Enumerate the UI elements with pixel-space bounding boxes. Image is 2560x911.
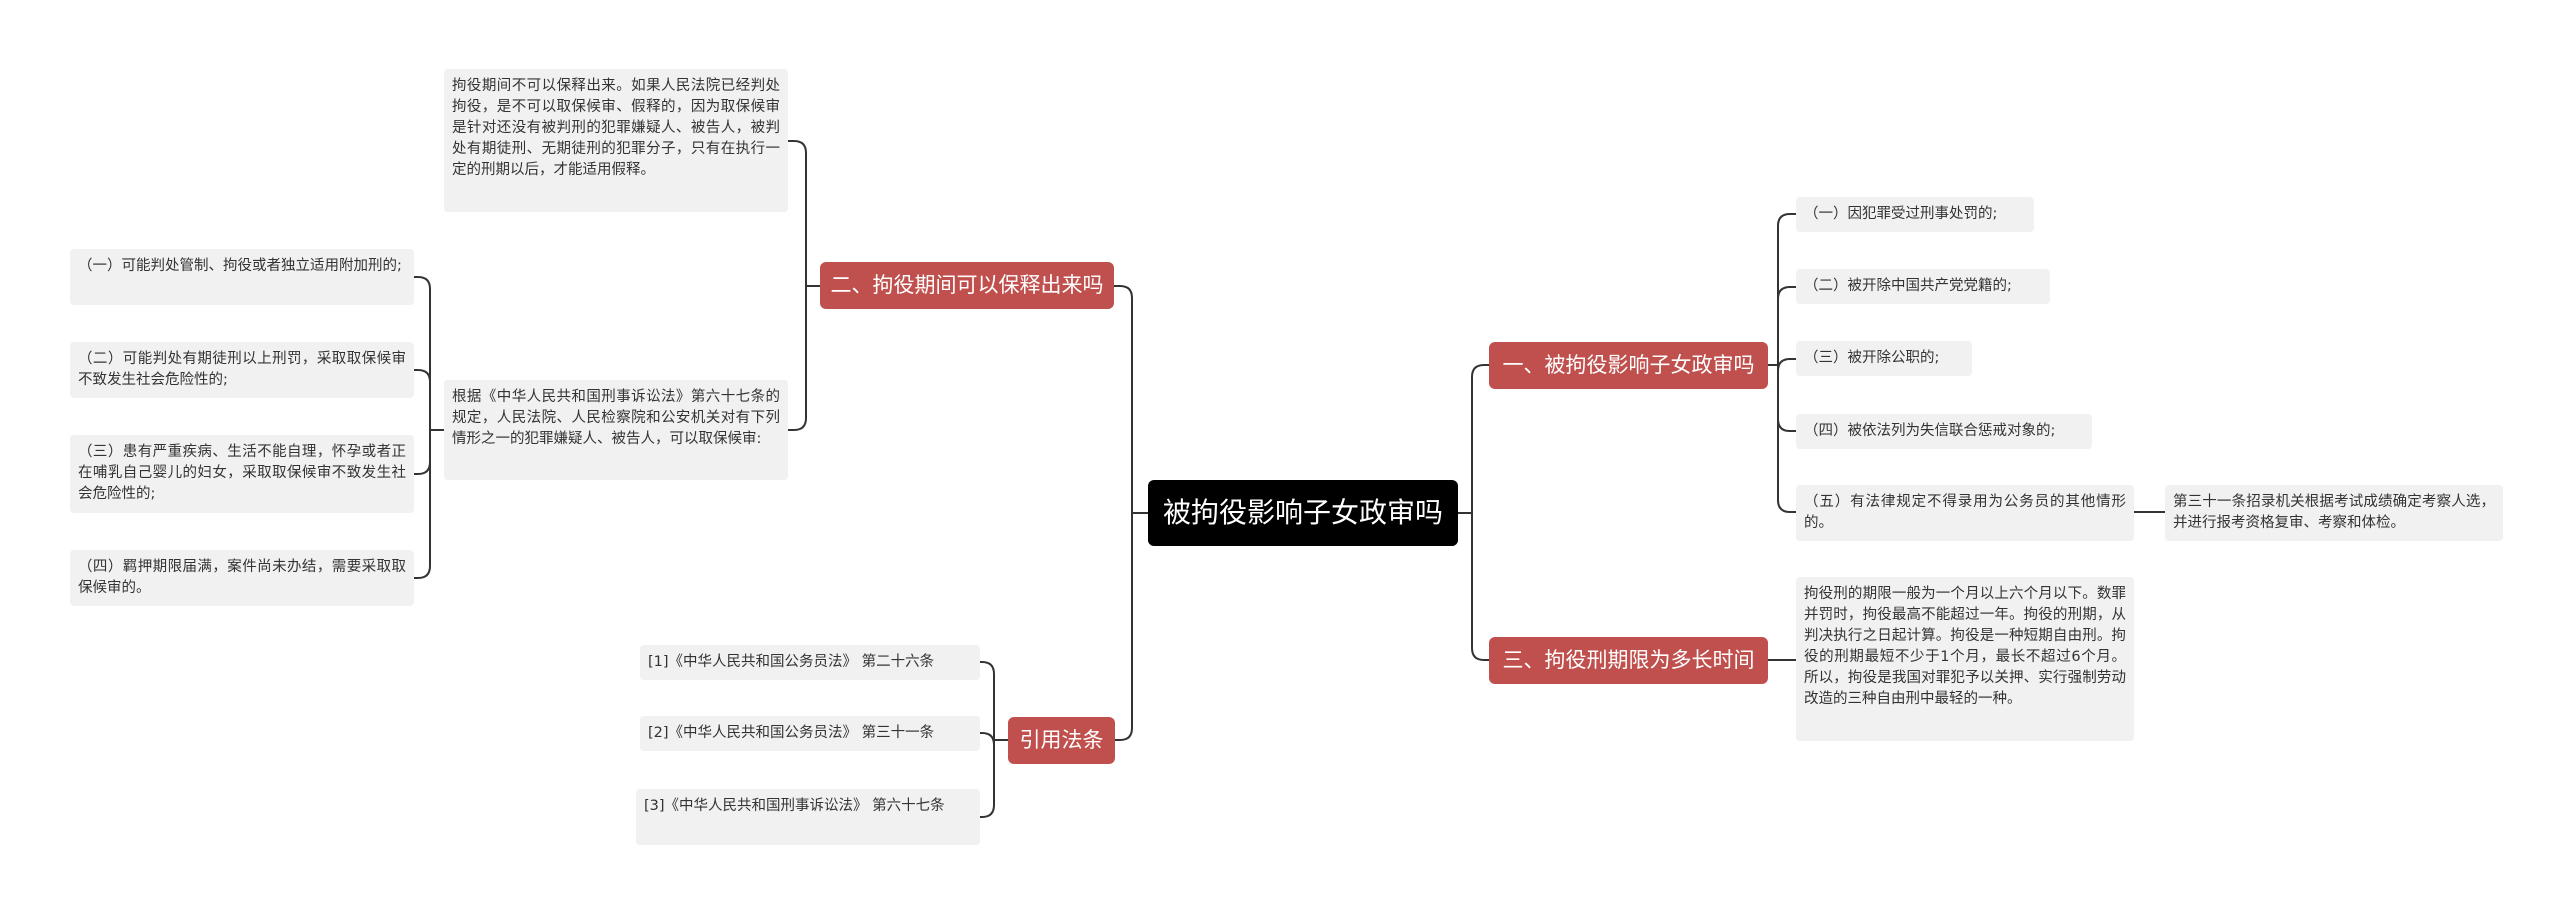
b1-item-5[interactable]: （五）有法律规定不得录用为公务员的其他情形的。 bbox=[1796, 485, 2134, 541]
b2-condition-3[interactable]: （三）患有严重疾病、生活不能自理，怀孕或者正在哺乳自己婴儿的妇女，采取取保候审不… bbox=[70, 435, 414, 513]
link-b4-items bbox=[970, 661, 1008, 818]
b1-item-3[interactable]: （三）被开除公职的; bbox=[1796, 341, 1972, 376]
b2-condition-1[interactable]: （一）可能判处管制、拘役或者独立适用附加刑的; bbox=[70, 249, 414, 305]
link-b2-conditions bbox=[406, 276, 444, 579]
root-topic[interactable]: 被拘役影响子女政审吗 bbox=[1148, 480, 1458, 546]
b2-condition-4[interactable]: （四）羁押期限届满，案件尚未办结，需要采取取保候审的。 bbox=[70, 550, 414, 606]
branch-bail-during-detention[interactable]: 二、拘役期间可以保释出来吗 bbox=[820, 262, 1114, 309]
b3-text-term[interactable]: 拘役刑的期限一般为一个月以上六个月以下。数罪并罚时，拘役最高不能超过一年。拘役的… bbox=[1796, 577, 2134, 741]
b1-item-1[interactable]: （一）因犯罪受过刑事处罚的; bbox=[1796, 197, 2034, 232]
cited-law-3[interactable]: [3]《中华人民共和国刑事诉讼法》 第六十七条 bbox=[636, 789, 980, 845]
branch-cited-laws[interactable]: 引用法条 bbox=[1008, 717, 1115, 764]
cited-law-1[interactable]: [1]《中华人民共和国公务员法》 第二十六条 bbox=[640, 645, 980, 680]
b1-item-4[interactable]: （四）被依法列为失信联合惩戒对象的; bbox=[1796, 414, 2092, 449]
cited-law-2[interactable]: [2]《中华人民共和国公务员法》 第三十一条 bbox=[640, 716, 980, 751]
link-root-right bbox=[1458, 364, 1496, 661]
b2-condition-2[interactable]: （二）可能判处有期徒刑以上刑罚，采取取保候审不致发生社会危险性的; bbox=[70, 342, 414, 398]
branch-detention-term[interactable]: 三、拘役刑期限为多长时间 bbox=[1489, 637, 1768, 684]
link-b2-texts bbox=[782, 140, 820, 431]
link-b1-items bbox=[1768, 213, 1802, 513]
b2-text-law-67[interactable]: 根据《中华人民共和国刑事诉讼法》第六十七条的规定，人民法院、人民检察院和公安机关… bbox=[444, 380, 788, 480]
b2-text-no-bail[interactable]: 拘役期间不可以保释出来。如果人民法院已经判处拘役，是不可以取保候审、假释的，因为… bbox=[444, 69, 788, 212]
b1-item-2[interactable]: （二）被开除中国共产党党籍的; bbox=[1796, 269, 2050, 304]
b1-item-5-article[interactable]: 第三十一条招录机关根据考试成绩确定考察人选，并进行报考资格复审、考察和体检。 bbox=[2165, 485, 2503, 541]
link-root-left bbox=[1108, 285, 1148, 741]
branch-politics-review[interactable]: 一、被拘役影响子女政审吗 bbox=[1489, 342, 1768, 389]
